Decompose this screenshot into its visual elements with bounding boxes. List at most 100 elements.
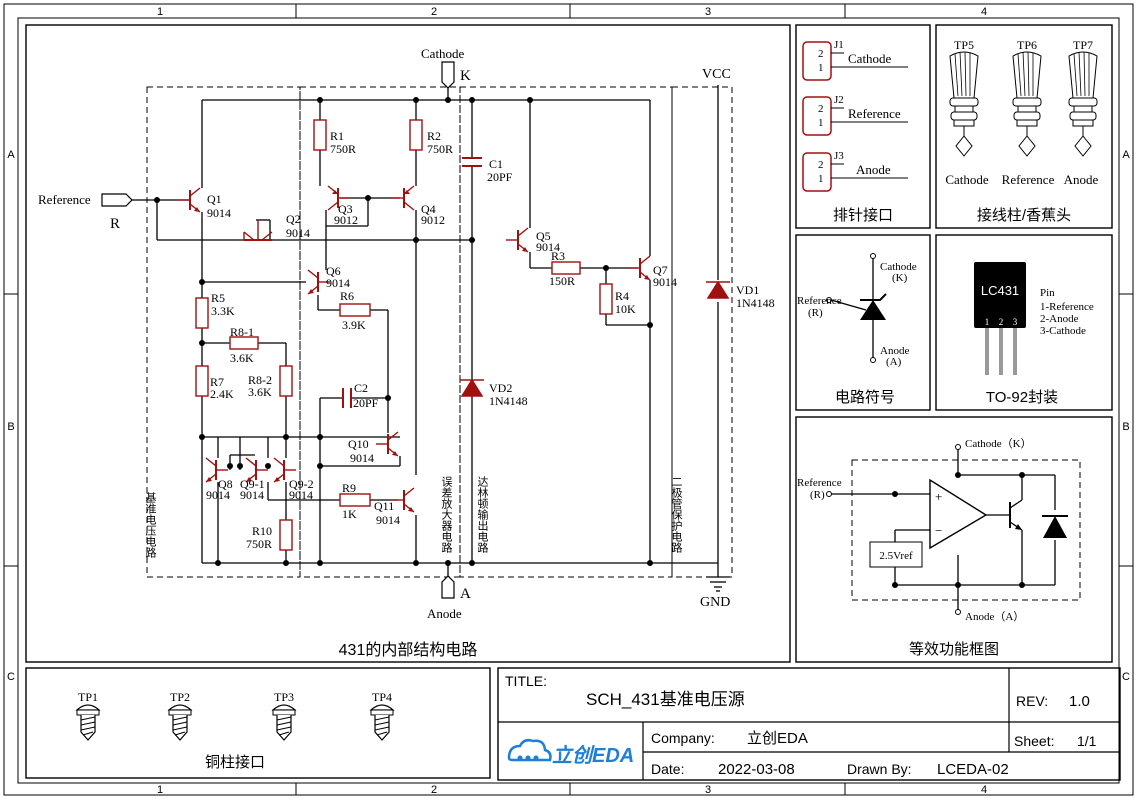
copper-caption: 铜柱接口 bbox=[205, 754, 265, 771]
svg-text:1: 1 bbox=[985, 317, 990, 327]
svg-text:9014: 9014 bbox=[653, 275, 677, 289]
grid-labels: 1 2 3 4 1 2 3 4 A B C A B C bbox=[7, 6, 1130, 796]
svg-text:C1: C1 bbox=[489, 157, 503, 171]
company-value: 立创EDA bbox=[747, 730, 808, 747]
svg-text:A: A bbox=[1122, 149, 1130, 161]
svg-text:3: 3 bbox=[1013, 317, 1018, 327]
svg-text:9014: 9014 bbox=[376, 513, 400, 527]
symbol-k-label: (K) bbox=[892, 272, 908, 284]
equivalent-caption: 等效功能框图 bbox=[909, 640, 999, 658]
package-part-label: LC431 bbox=[981, 283, 1019, 298]
svg-text:C: C bbox=[7, 671, 15, 683]
symbol-a-label: (A) bbox=[886, 356, 902, 368]
posts-caption: 接线柱/香蕉头 bbox=[977, 207, 1071, 224]
title-block: TITLE: SCH_431基准电压源 REV: 1.0 立创EDA Compa… bbox=[498, 668, 1120, 780]
svg-text:3: 3 bbox=[705, 6, 711, 18]
svg-text:Q9-2: Q9-2 bbox=[289, 477, 314, 491]
svg-text:1: 1 bbox=[157, 6, 163, 18]
package-panel: LC431 1 2 3 Pin 1-Reference 2-Anode 3-Ca… bbox=[974, 262, 1094, 406]
svg-text:2: 2 bbox=[818, 103, 824, 115]
symbol-reference-label: Reference bbox=[797, 295, 842, 307]
svg-text:2: 2 bbox=[999, 317, 1004, 327]
lceda-logo: 立创EDA bbox=[507, 738, 634, 767]
svg-text:2: 2 bbox=[431, 6, 437, 18]
header-panel: 2 1 J1 Cathode 2 1 J2 Reference 2 1 J3 A… bbox=[802, 39, 908, 224]
svg-text:2: 2 bbox=[431, 784, 437, 796]
svg-text:B: B bbox=[7, 421, 14, 433]
svg-text:750R: 750R bbox=[330, 142, 356, 156]
package-caption: TO-92封装 bbox=[986, 389, 1058, 406]
capacitors bbox=[342, 157, 482, 408]
equivalent-panel: + − 2.5Vref Cathode（K） Anode（A） Referenc… bbox=[797, 437, 1081, 658]
svg-text:J1: J1 bbox=[834, 39, 844, 51]
wires bbox=[130, 85, 719, 577]
svg-text:2-Anode: 2-Anode bbox=[1040, 313, 1079, 325]
a-pin-label: A bbox=[460, 586, 471, 602]
eq-reference-label: Reference bbox=[797, 477, 842, 489]
svg-text:Cathode: Cathode bbox=[848, 51, 892, 66]
svg-text:2: 2 bbox=[818, 48, 824, 60]
svg-text:9014: 9014 bbox=[289, 488, 313, 502]
svg-text:3: 3 bbox=[705, 784, 711, 796]
gnd-symbol bbox=[706, 576, 730, 592]
svg-text:1: 1 bbox=[157, 784, 163, 796]
svg-text:R4: R4 bbox=[615, 289, 629, 303]
svg-text:9014: 9014 bbox=[326, 276, 350, 290]
svg-text:TP3: TP3 bbox=[274, 690, 294, 704]
posts-panel: TP5 TP6 TP7 Cathode Reference Anode 接线柱/… bbox=[945, 38, 1098, 224]
title-label: TITLE: bbox=[505, 673, 547, 689]
svg-text:20PF: 20PF bbox=[353, 396, 379, 410]
svg-text:C2: C2 bbox=[354, 381, 368, 395]
svg-text:Q7: Q7 bbox=[653, 263, 668, 277]
vref-label: 2.5Vref bbox=[879, 550, 913, 562]
section-label-protect: 二极管保护电路 bbox=[670, 476, 683, 554]
sheet-value: 1/1 bbox=[1077, 733, 1097, 749]
svg-text:R7: R7 bbox=[210, 375, 224, 389]
svg-text:R2: R2 bbox=[427, 129, 441, 143]
junctions bbox=[154, 97, 653, 566]
reference-port-label: Reference bbox=[38, 192, 91, 207]
rev-label: REV: bbox=[1016, 693, 1048, 709]
svg-text:TP4: TP4 bbox=[372, 690, 392, 704]
k-pin-label: K bbox=[460, 68, 471, 84]
eq-anode-label: Anode（A） bbox=[965, 610, 1024, 623]
transistors bbox=[177, 185, 651, 513]
rev-value: 1.0 bbox=[1069, 693, 1090, 710]
date-label: Date: bbox=[651, 761, 684, 777]
svg-text:Q11: Q11 bbox=[374, 499, 394, 513]
svg-text:R5: R5 bbox=[211, 291, 225, 305]
svg-text:TP2: TP2 bbox=[170, 690, 190, 704]
svg-text:9014: 9014 bbox=[286, 226, 310, 240]
date-value: 2022-03-08 bbox=[718, 761, 795, 778]
svg-text:2.4K: 2.4K bbox=[210, 387, 234, 401]
svg-text:3.6K: 3.6K bbox=[248, 385, 272, 399]
svg-text:750R: 750R bbox=[427, 142, 453, 156]
opamp-minus: − bbox=[935, 523, 942, 538]
svg-text:R10: R10 bbox=[252, 524, 272, 538]
eq-r-label: (R) bbox=[810, 489, 825, 501]
company-label: Company: bbox=[651, 730, 715, 746]
svg-text:J2: J2 bbox=[834, 94, 844, 106]
section-boxes bbox=[146, 86, 733, 578]
svg-text:J3: J3 bbox=[834, 150, 844, 162]
svg-text:R8-1: R8-1 bbox=[230, 325, 254, 339]
svg-text:1K: 1K bbox=[342, 507, 357, 521]
svg-text:4: 4 bbox=[981, 784, 987, 796]
symbol-anode-label: Anode bbox=[880, 345, 909, 357]
svg-text:R3: R3 bbox=[551, 249, 565, 263]
svg-text:1: 1 bbox=[818, 62, 824, 74]
post-label-cathode: Cathode bbox=[945, 172, 989, 187]
connector-j2: 2 1 J2 Reference bbox=[802, 94, 908, 136]
svg-text:R8-2: R8-2 bbox=[248, 373, 272, 387]
sheet-label: Sheet: bbox=[1014, 733, 1054, 749]
svg-text:Q1: Q1 bbox=[207, 192, 222, 206]
logo-text: 立创EDA bbox=[552, 744, 634, 767]
section-label-bandgap: 基准电压电路 bbox=[144, 492, 157, 559]
ports bbox=[101, 61, 455, 599]
svg-text:Q6: Q6 bbox=[326, 264, 341, 278]
svg-text:9014: 9014 bbox=[350, 451, 374, 465]
package-pin-title: Pin bbox=[1040, 287, 1055, 299]
svg-text:1-Reference: 1-Reference bbox=[1040, 301, 1094, 313]
svg-text:VD2: VD2 bbox=[489, 381, 512, 395]
main-caption: 431的内部结构电路 bbox=[339, 641, 478, 659]
